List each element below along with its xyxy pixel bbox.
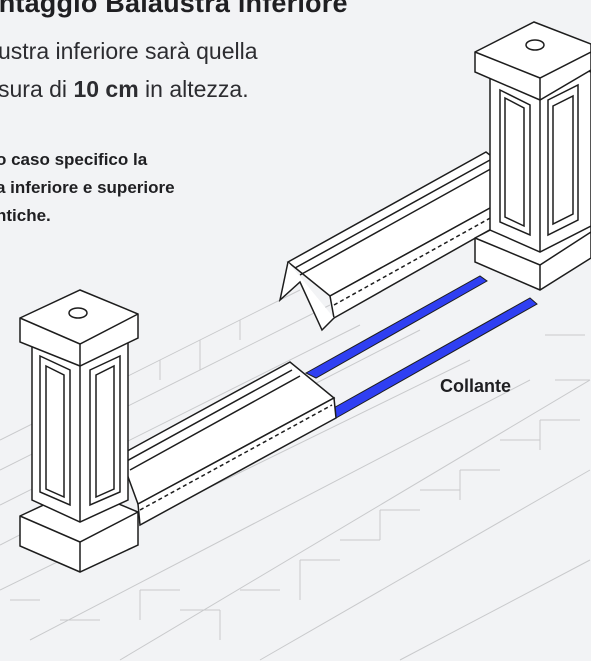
upper-rail xyxy=(278,151,533,332)
left-cap xyxy=(19,289,139,367)
note-line-2: a inferiore e superiore xyxy=(0,178,175,197)
intro-line-1: ustra inferiore sarà quella xyxy=(0,38,258,64)
lower-rail xyxy=(119,361,337,527)
adhesive-strip-back xyxy=(304,275,488,379)
adhesive-strip-front xyxy=(329,297,538,419)
page-title: ontaggio Balaustra inferiore xyxy=(0,0,348,18)
left-column xyxy=(31,317,129,523)
note-line-1: o caso specifico la xyxy=(0,150,148,169)
height-value: 10 cm xyxy=(73,76,139,102)
intro-line-2: sura di 10 cm in altezza. xyxy=(0,70,258,108)
intro-line-2-post: in altezza. xyxy=(138,76,249,102)
right-cap-hole xyxy=(525,39,545,51)
intro-text: ustra inferiore sarà quella sura di 10 c… xyxy=(0,32,258,108)
note-line-3: ntiche. xyxy=(0,206,51,225)
right-cap xyxy=(474,21,591,101)
left-cap-hole xyxy=(68,307,88,319)
note-text: o caso specifico la a inferiore e superi… xyxy=(0,146,175,230)
adhesive-label: Collante xyxy=(440,376,512,396)
intro-line-2-pre: sura di xyxy=(0,76,74,102)
